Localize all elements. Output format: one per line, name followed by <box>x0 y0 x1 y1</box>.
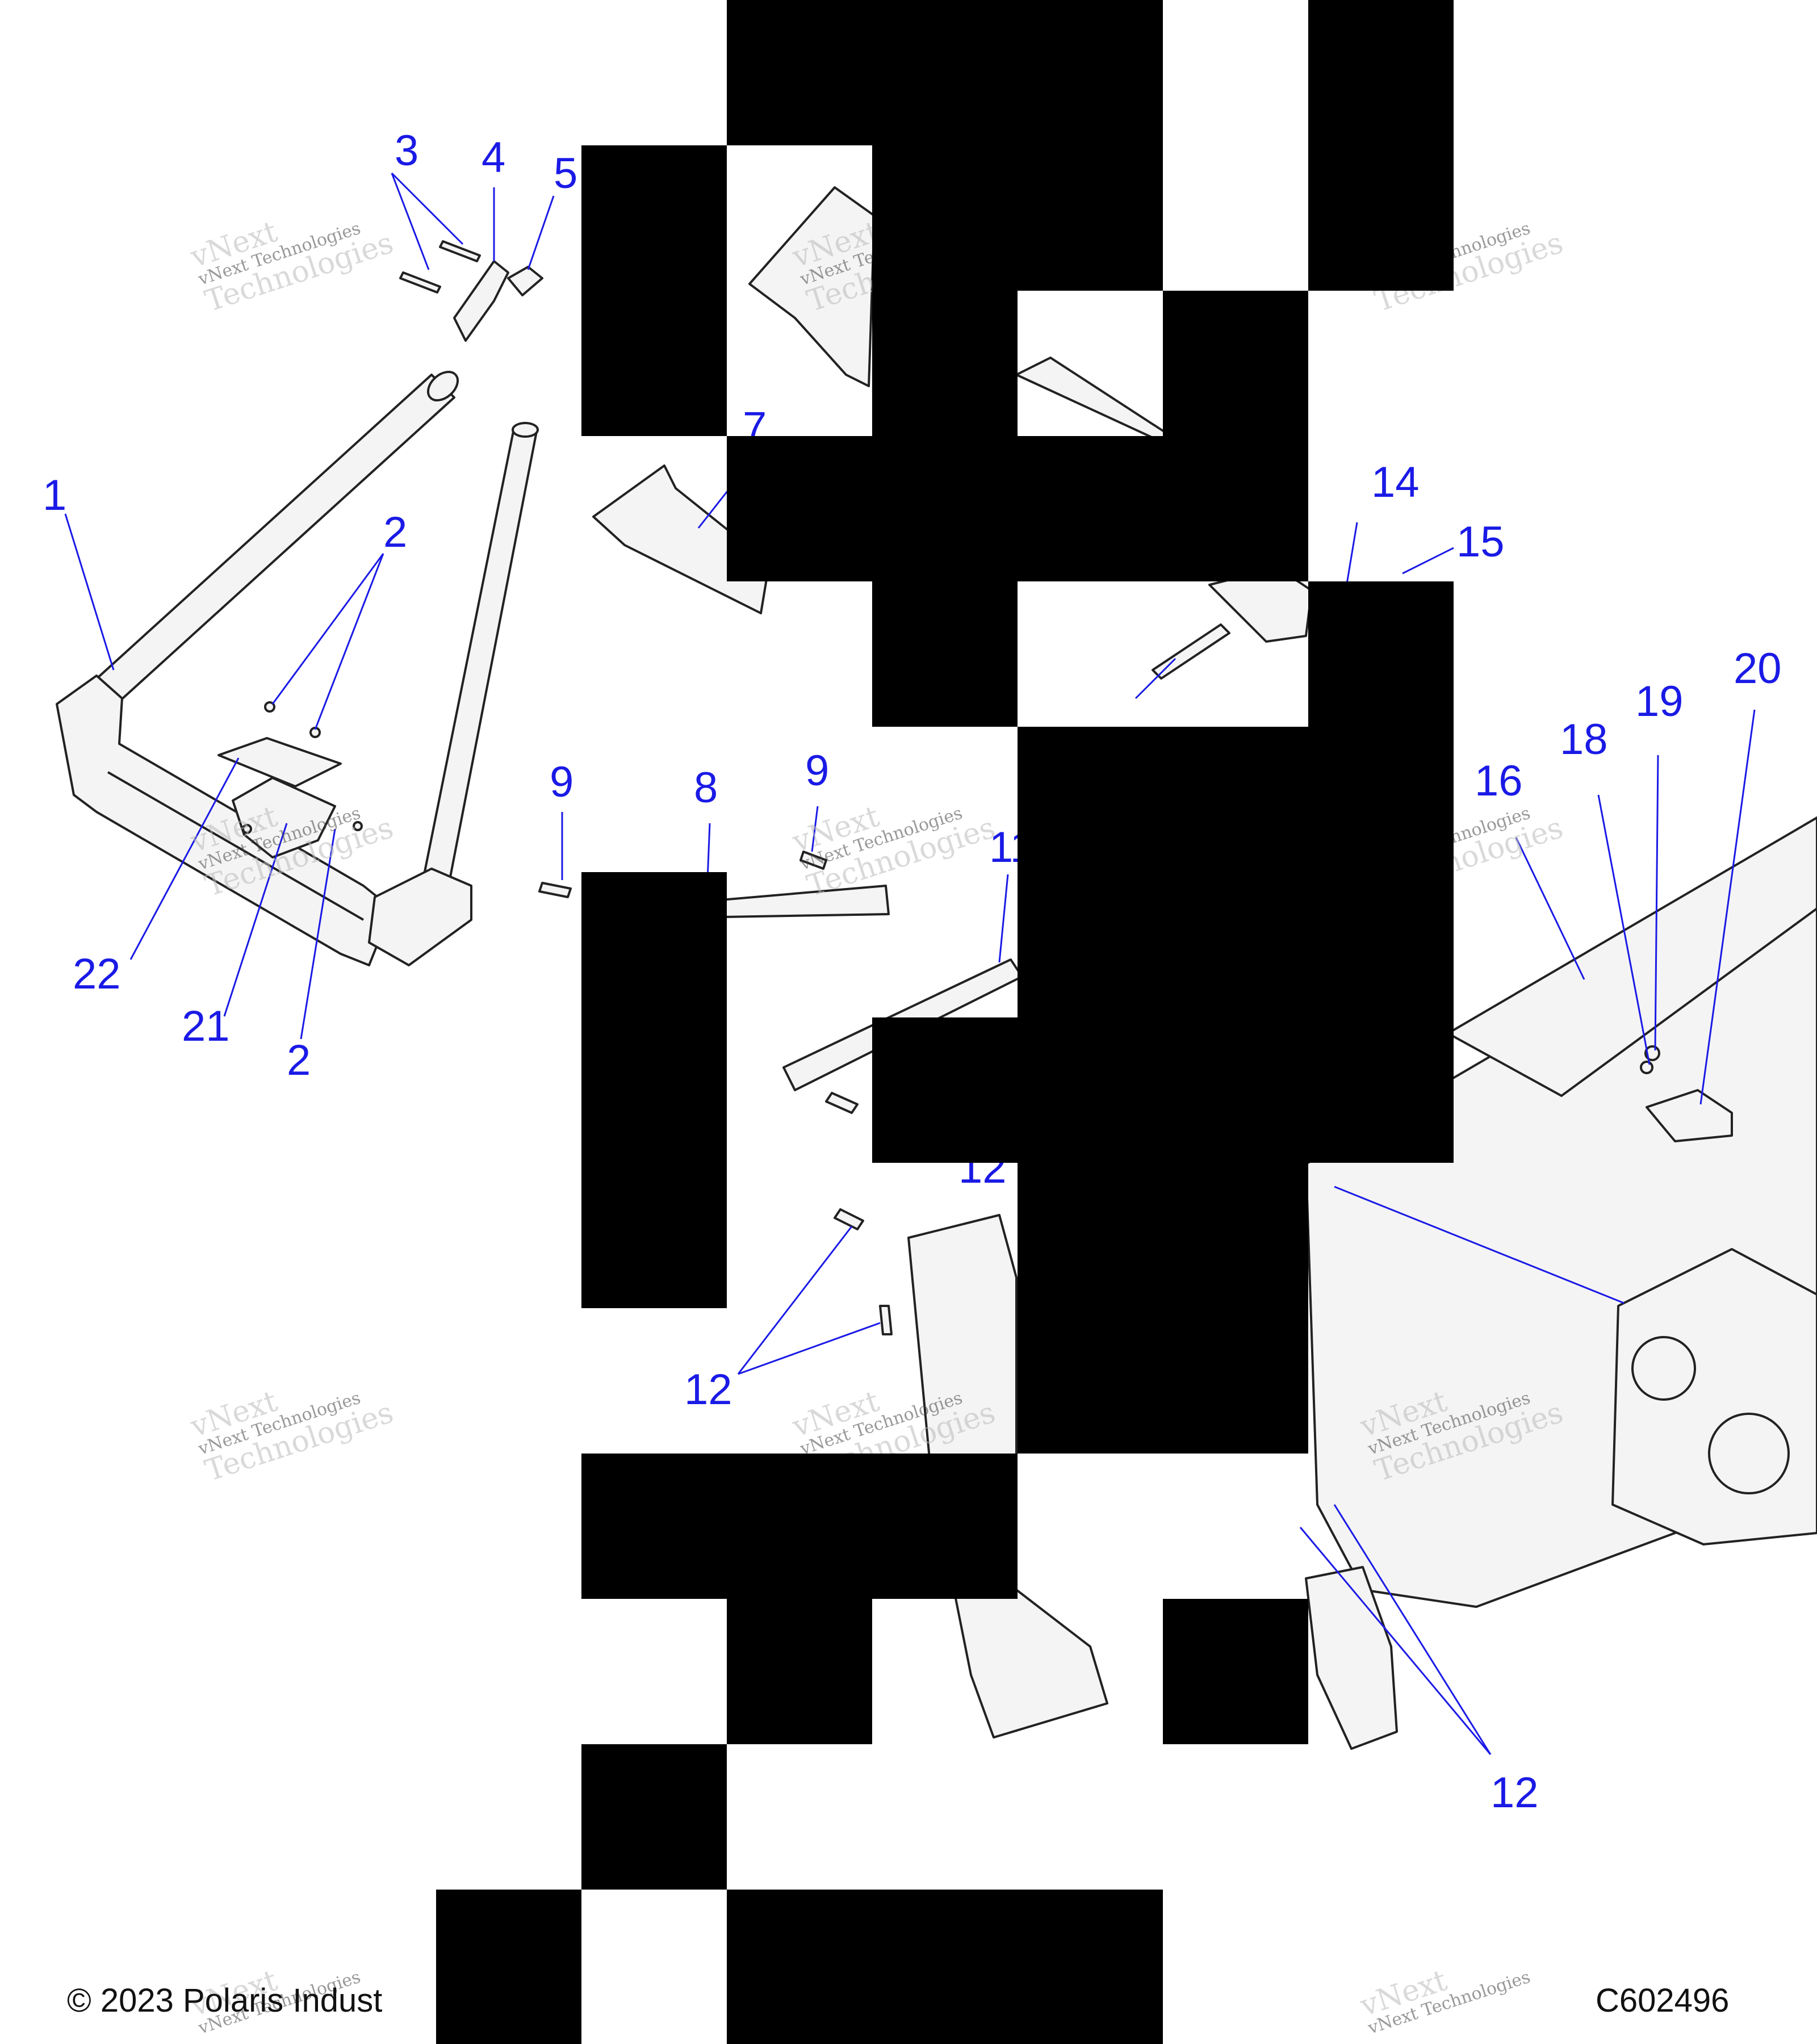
callout-22: 22 <box>73 950 121 998</box>
redaction-block <box>727 0 1163 145</box>
part-5-cap <box>507 266 543 296</box>
callout-5: 5 <box>554 149 578 198</box>
callout-4: 4 <box>482 133 506 182</box>
callout-9: 9 <box>805 747 830 795</box>
redaction-block <box>872 1017 1018 1163</box>
redaction-block <box>1163 1599 1308 1744</box>
redaction-block <box>1018 145 1163 291</box>
redaction-block <box>727 1890 1163 2044</box>
callout-2: 2 <box>287 1036 311 1084</box>
tube-right-end <box>512 422 539 438</box>
part-2-bolt-d <box>353 821 363 831</box>
callout-1: 1 <box>43 471 67 520</box>
part-3-bolt-b <box>439 240 481 262</box>
lower-right-chassis <box>1305 1566 1398 1750</box>
redaction-block <box>872 581 1018 727</box>
part-22-plate <box>217 737 342 788</box>
copyright-text: © 2023 Polaris Indust <box>67 1982 383 2019</box>
callout-14: 14 <box>1371 458 1420 506</box>
upper-bracket <box>748 186 876 387</box>
part-9-bolt-b <box>799 851 827 870</box>
upper-right-tube <box>1015 357 1165 444</box>
redaction-block <box>581 872 727 1308</box>
part-16-top-plate <box>1447 816 1817 1097</box>
part-2-bolt-c <box>242 824 252 834</box>
diagram-code: C602496 <box>1596 1982 1730 2019</box>
callout-2: 2 <box>383 508 408 556</box>
callout-12: 12 <box>1491 1769 1539 1817</box>
callout-16: 16 <box>1475 757 1523 805</box>
part-18-nut <box>1640 1061 1653 1074</box>
redaction-block <box>1308 581 1454 1163</box>
tube-right-bracket <box>368 868 472 966</box>
part-4-clamp <box>453 260 509 342</box>
redaction-block <box>581 145 727 436</box>
redaction-block <box>872 145 1018 436</box>
redaction-block <box>1308 0 1454 291</box>
callout-8: 8 <box>694 764 718 812</box>
callout-20: 20 <box>1734 644 1782 693</box>
callout-21: 21 <box>182 1002 230 1050</box>
main-chassis-plate <box>1611 1248 1817 1545</box>
part-3-bolt-a <box>399 271 441 294</box>
part-12-bolt-a <box>834 1208 864 1230</box>
part-21-bracket <box>232 777 336 858</box>
redaction-block <box>727 436 1308 581</box>
callout-3: 3 <box>395 127 419 175</box>
callout-19: 19 <box>1635 677 1684 726</box>
redaction-block <box>727 1599 872 1744</box>
callout-15: 15 <box>1456 518 1505 566</box>
callout-18: 18 <box>1560 715 1608 764</box>
part-12-bolt-c <box>825 1092 859 1114</box>
leader-lines <box>64 172 1756 1755</box>
chassis-hole-a <box>1631 1336 1696 1401</box>
redaction-block <box>1018 727 1308 1454</box>
tube-right <box>422 428 538 887</box>
part-8-tie-rod <box>720 885 890 918</box>
chassis-hole-b <box>1708 1413 1790 1494</box>
part-12-bolt-b <box>879 1305 893 1335</box>
callout-12: 12 <box>684 1366 732 1414</box>
part-9-bolt-a <box>538 882 572 898</box>
redaction-block <box>436 1890 581 2044</box>
part-1-tube-end <box>426 371 459 401</box>
part-20-bracket <box>1646 1089 1733 1142</box>
redaction-block <box>581 1454 1018 1599</box>
part-2-bolt-a <box>264 701 275 713</box>
redaction-block <box>581 1744 727 1890</box>
callout-9: 9 <box>550 758 574 806</box>
